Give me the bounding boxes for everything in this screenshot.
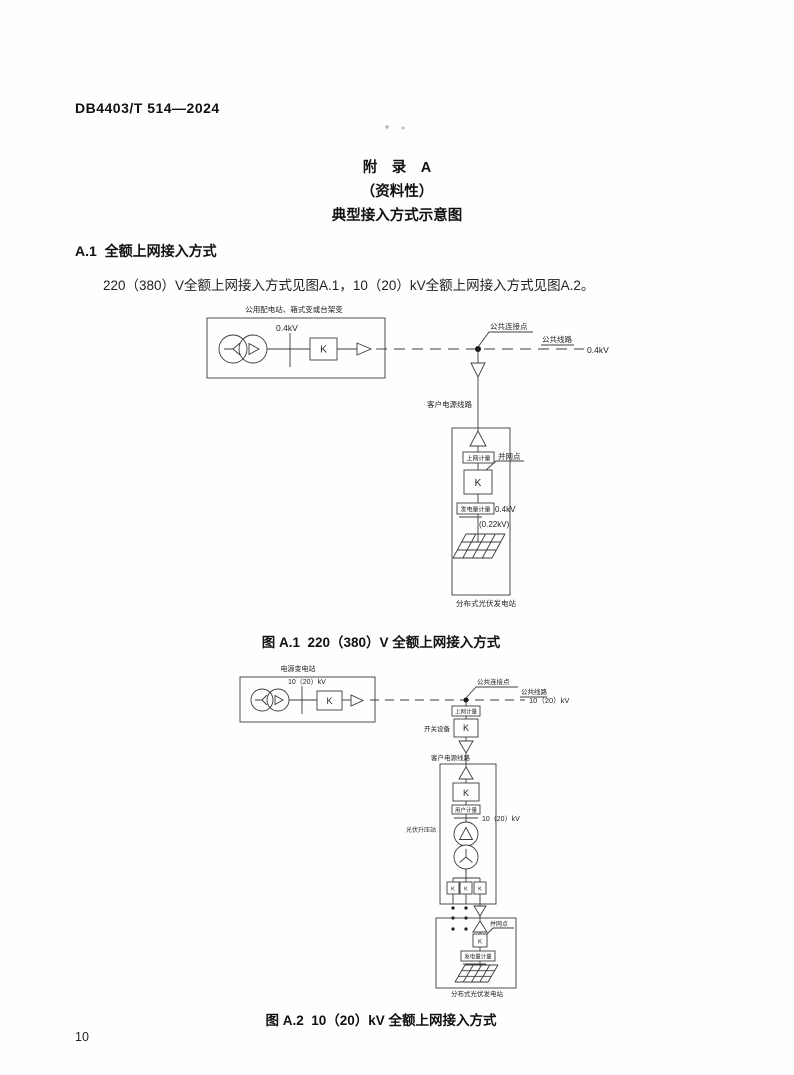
a2-feeder-k-boxes: K K K — [446, 881, 487, 895]
a2-source-station-box: 10（20）kV K — [239, 676, 376, 723]
a2-booster-station-box — [439, 763, 497, 905]
a2-pcc-dot — [463, 697, 469, 703]
a2-source-station-label: 电源变电站 — [281, 664, 316, 673]
a2-customer-line-label: 客户电源线路 — [431, 753, 471, 762]
a2-breaker-k-box: K — [316, 690, 343, 711]
a2-ellipsis-dots — [451, 906, 468, 931]
a2-public-line-label: 公共线路 — [521, 687, 548, 696]
section-heading: A.1 全额上网接入方式 — [75, 243, 217, 259]
a2-pcc-leader — [465, 686, 518, 699]
appendix-title-line3: 典型接入方式示意图 — [331, 208, 463, 224]
a2-outgoing-arrow-icon — [350, 694, 365, 707]
figure-a1-diagram: 公用配电站、箱式变或台架变 0.4kV K 公共连接点 公共线路 0 — [206, 304, 609, 608]
a1-export-meter-label: 上网计量 — [466, 455, 490, 463]
a2-inverter-k-box: K — [452, 782, 480, 802]
a2-pv-station-label: 分布式光伏发电站 — [451, 989, 504, 998]
a1-breaker-k-box: K — [309, 337, 338, 361]
scan-artifact — [383, 125, 409, 130]
a2-pv-k-box: K — [472, 933, 488, 948]
a2-export-meter-label: 上网计量 — [455, 708, 478, 716]
figure-a1-caption: 图 A.1 220（380）V 全额上网接入方式 — [261, 635, 501, 650]
appendix-title-line2: （资料性） — [360, 184, 434, 200]
a1-k-label: K — [320, 345, 327, 356]
a2-up-arrow2-icon — [472, 920, 488, 933]
a2-line-voltage-label: 10（20）kV — [529, 696, 569, 705]
a2-transformer-icon — [250, 688, 290, 712]
a1-line-voltage-label: 0.4kV — [587, 345, 609, 355]
a2-k-label: K — [326, 696, 332, 706]
figure-a2-diagram: 电源变电站 10（20）kV K 公共连接点 公共线路 10（20） — [239, 664, 569, 998]
appendix-title: 附 录 A （资料性） 典型接入方式示意图 — [0, 156, 794, 228]
a2-switchgear-k-box: K — [453, 718, 479, 738]
a1-k2-label: K — [475, 478, 482, 489]
a1-gen-voltage-label: 0.4kV — [495, 505, 516, 514]
a1-grid-point-leader — [484, 460, 524, 472]
a2-gen-meter-label: 发电量计量 — [464, 953, 492, 961]
a2-k2-label: K — [463, 723, 469, 733]
doc-number: DB4403/T 514—2024 — [75, 100, 220, 116]
a1-pcc-label: 公共连接点 — [490, 321, 528, 331]
a2-pv-station-box — [435, 917, 517, 989]
a1-pv-station-box — [451, 427, 511, 596]
figure-a2-caption: 图 A.2 10（20）kV 全额上网接入方式 — [265, 1013, 497, 1028]
a2-grid-point-leader — [486, 927, 514, 935]
a2-export-meter-box: 上网计量 — [451, 705, 481, 717]
a1-gen-meter-label: 发电量计量 — [460, 506, 490, 514]
a1-voltage-internal-label: 0.4kV — [276, 323, 298, 333]
a2-user-meter-label: 用户计量 — [455, 806, 478, 814]
a1-export-meter-box: 上网计量 — [462, 451, 495, 464]
a1-grid-point-label: 并网点 — [498, 451, 521, 461]
a2-down-arrow2-icon — [473, 905, 487, 917]
a1-public-line-label: 公共线路 — [542, 334, 572, 344]
a2-stepup-transformer-icon — [453, 821, 479, 870]
a1-outgoing-arrow-icon — [356, 342, 373, 356]
a2-down-arrow-icon — [458, 740, 474, 754]
a1-gen-voltage-alt-label: (0.22kV) — [479, 520, 510, 529]
a1-pv-panel-icon — [452, 533, 506, 559]
a1-pcc-dot — [475, 346, 481, 352]
a2-up-arrow-icon — [458, 766, 474, 780]
a2-booster-station-label: 光伏升压站 — [406, 826, 436, 834]
intro-paragraph: 220（380）V全额上网接入方式见图A.1，10（20）kV全额上网接入方式见… — [103, 278, 595, 293]
a1-gen-meter-box: 发电量计量 — [456, 502, 495, 515]
a2-pv-panel-icon — [454, 964, 499, 983]
a2-k6-label: K — [478, 887, 482, 893]
a2-grid-point-label: 并网点 — [490, 920, 508, 928]
a1-pv-station-label: 分布式光伏发电站 — [456, 598, 516, 608]
a1-source-station-box: 0.4kV K — [206, 317, 386, 379]
a2-booster-voltage-label: 10（20）kV — [482, 815, 520, 823]
a2-switchgear-label: 开关设备 — [424, 724, 451, 733]
a2-user-meter-box: 用户计量 — [451, 804, 481, 815]
a1-customer-line-label: 客户电源线路 — [427, 399, 472, 409]
a1-transformer-icon — [218, 334, 268, 364]
a2-k4-label: K — [451, 887, 455, 893]
a1-inverter-k-box: K — [463, 469, 493, 495]
appendix-title-line1: 附 录 A — [362, 160, 432, 176]
a2-k3-label: K — [463, 788, 469, 798]
a2-pcc-label: 公共连接点 — [477, 677, 510, 686]
page-number: 10 — [75, 1030, 89, 1044]
a1-down-arrow-icon — [470, 362, 486, 379]
a1-up-arrow-icon — [469, 430, 487, 447]
a2-gen-meter-box: 发电量计量 — [460, 950, 496, 962]
a1-source-station-label: 公用配电站、箱式变或台架变 — [245, 304, 343, 314]
a2-k5-label: K — [464, 887, 468, 893]
a1-pcc-leader — [477, 331, 533, 348]
a2-k7-label: K — [478, 940, 482, 946]
a2-voltage-internal-label: 10（20）kV — [288, 678, 326, 686]
